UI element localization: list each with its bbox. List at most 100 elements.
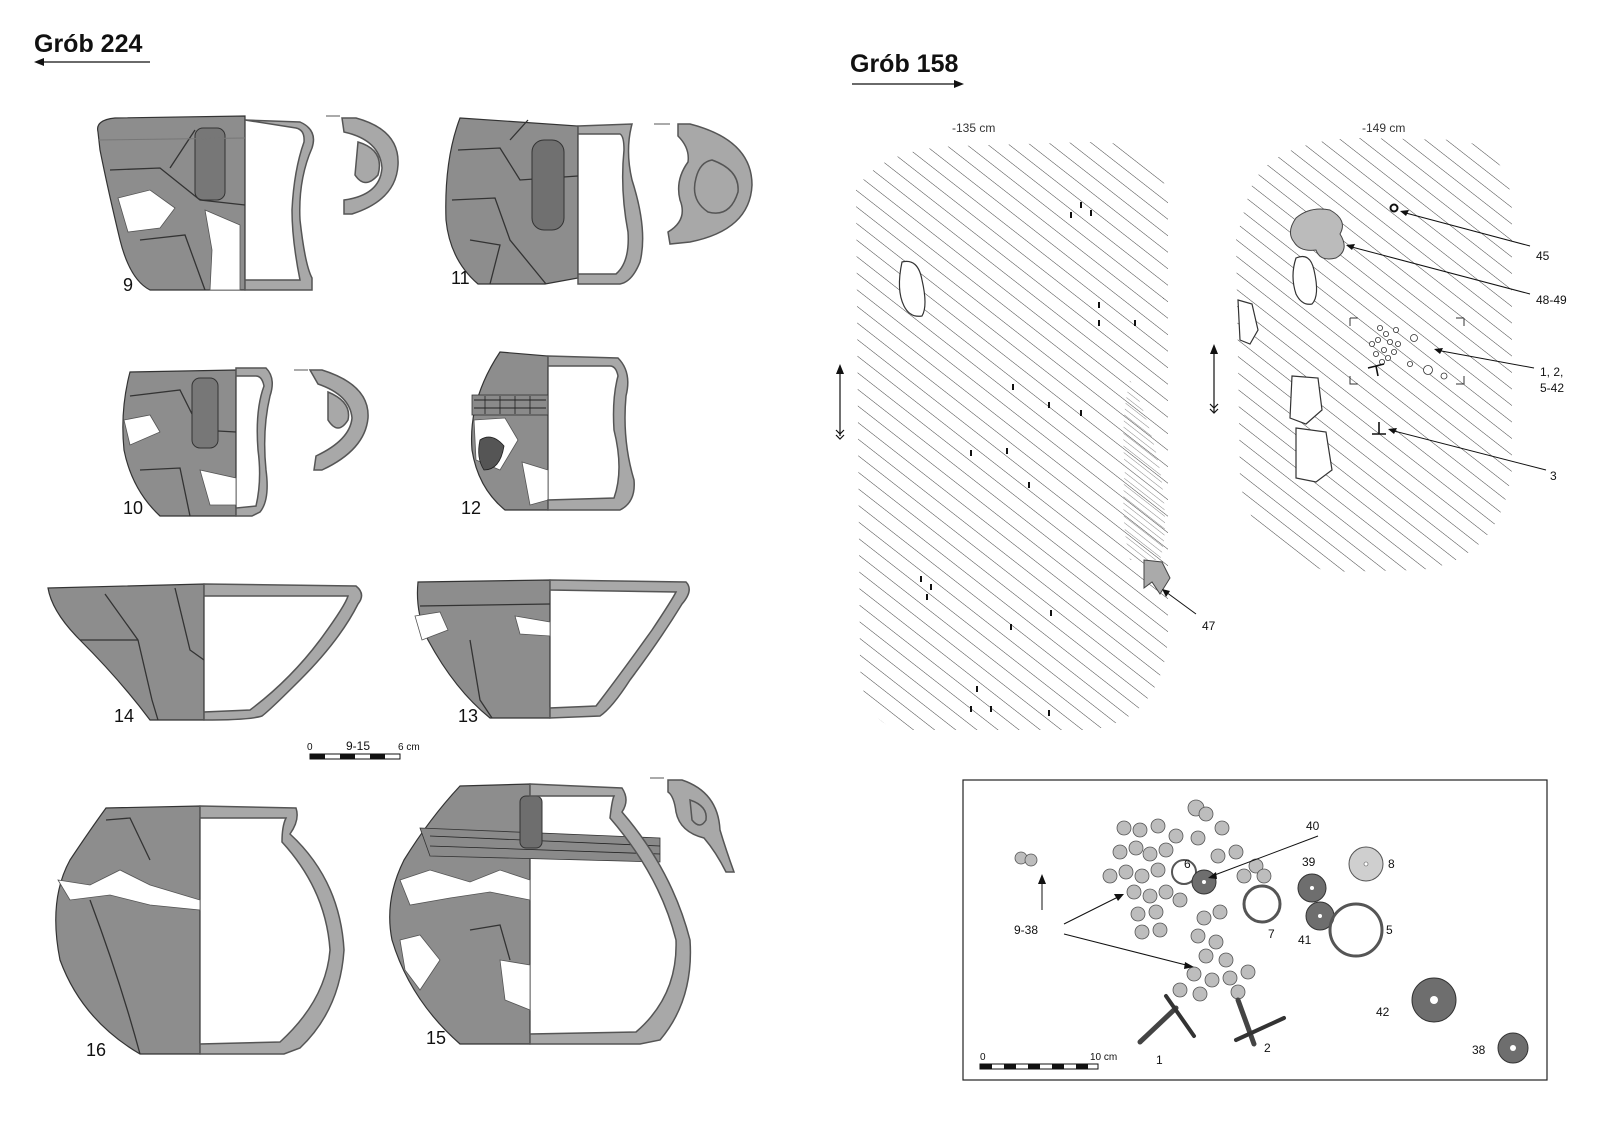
inset-label-42: 42 [1376, 1005, 1390, 1019]
plan-1-stone [898, 260, 926, 317]
inset-label-40: 40 [1306, 819, 1320, 833]
vessel-13-label: 13 [458, 706, 478, 726]
inset-label-1: 1 [1156, 1053, 1163, 1067]
inset-brooch-2 [1234, 997, 1286, 1047]
inset-frame [962, 779, 1548, 1081]
inset-arrowheads [1038, 872, 1217, 969]
inset-label-8: 8 [1388, 857, 1395, 871]
inset-label-39: 39 [1302, 855, 1316, 869]
right-panel-title: Grób 158 [850, 50, 958, 78]
plan-2-brooch-marker-1 [1367, 363, 1385, 377]
plan-2-find-3 [1372, 422, 1386, 435]
scale-bar-inset: 0 10 cm [979, 1052, 1117, 1070]
vessel-12: 12 [461, 351, 635, 518]
vessel-15: 15 [389, 777, 736, 1048]
vessel-10-label: 10 [123, 498, 143, 518]
plan-1-dense-zone [1123, 380, 1165, 560]
vessel-9-handle-section [341, 117, 399, 215]
plan-1-depth: -135 cm [952, 121, 995, 135]
vessel-11-label: 11 [451, 268, 470, 288]
plan-2-bead-cluster [1369, 324, 1448, 380]
plan-2-find-48-49 [1290, 208, 1345, 260]
scale-bar-vessels: 0 9-15 6 cm [307, 739, 420, 760]
plan-2-label-48-49: 48-49 [1536, 293, 1567, 307]
inset-ring-7 [1242, 884, 1282, 924]
plan-2-stone-2 [1237, 299, 1259, 345]
vessel-16: 16 [55, 805, 345, 1060]
plan-2-label-1-2: 1, 2, [1540, 365, 1563, 379]
vessel-15-section [529, 783, 692, 1045]
orientation-arrow-right [852, 80, 964, 88]
inset-label-41: 41 [1298, 933, 1312, 947]
plan-2-stone-3 [1289, 375, 1323, 425]
vessel-9-section [244, 119, 315, 291]
inset-ring-6 [1171, 859, 1197, 885]
inset-bead-cluster-upper [1102, 799, 1272, 940]
plan-1-label-47: 47 [1202, 619, 1216, 633]
vessel-16-label: 16 [86, 1040, 106, 1060]
vessel-13: 13 [414, 579, 690, 726]
vessel-10-handle-section [308, 369, 369, 471]
vessel-15-handle-section [667, 779, 736, 873]
scale-bar-end: 6 cm [398, 742, 420, 753]
orientation-arrow-left [34, 58, 150, 66]
plan-2-label-45: 45 [1536, 249, 1550, 263]
inset-leaders [1041, 835, 1319, 967]
inset-label-2: 2 [1264, 1041, 1271, 1055]
vessel-11: 11 [445, 117, 753, 288]
inset-label-9-38: 9-38 [1014, 923, 1038, 937]
right-panel: Grób 158 -135 cm [835, 50, 1567, 1081]
inset-detail: 40 6 39 8 9-38 7 41 5 42 1 2 38 0 10 cm [962, 779, 1548, 1081]
vessel-16-section [199, 805, 345, 1055]
vessel-9-label: 9 [123, 275, 133, 295]
plan-2-leaders [1347, 211, 1547, 471]
plan-2-stone-1 [1292, 255, 1318, 305]
vessel-12-section [547, 355, 635, 511]
grave-plan-149: -149 cm [1209, 121, 1567, 572]
vessel-16-exterior [55, 805, 201, 1055]
vessel-9: 9 [97, 115, 399, 295]
plan-1-leader-47 [1162, 589, 1197, 615]
inset-label-5: 5 [1386, 923, 1393, 937]
inset-scale-end: 10 cm [1090, 1052, 1117, 1063]
plan-2-stone-4 [1295, 427, 1333, 483]
grave-plan-135: -135 cm 47 [835, 121, 1216, 730]
inset-label-38: 38 [1472, 1043, 1486, 1057]
plan-2-label-3: 3 [1550, 469, 1557, 483]
plan-2-find-45 [1389, 203, 1399, 213]
plan-2-arrowheads [1346, 210, 1443, 434]
vessel-13-exterior [416, 579, 551, 719]
inset-brooch-1 [1137, 994, 1196, 1045]
vessel-11-handle-section [667, 123, 753, 245]
vessel-14-exterior [47, 583, 205, 721]
plan-1-north-arrow [835, 364, 845, 440]
left-panel-title: Grób 224 [34, 30, 142, 58]
vessel-11-section [577, 123, 644, 285]
vessel-15-exterior [389, 783, 531, 1045]
inset-bead-cluster-lower [1172, 904, 1256, 1002]
inset-label-7: 7 [1268, 927, 1275, 941]
inset-ring-5 [1328, 902, 1384, 958]
scale-bar-label: 9-15 [346, 739, 370, 753]
vessel-10: 10 [122, 367, 369, 518]
plan-1-hatched-area [856, 141, 1168, 730]
vessel-14-section [203, 583, 363, 721]
scale-bar-start: 0 [307, 742, 313, 753]
plan-2-north-arrow [1209, 344, 1219, 414]
plan-1-small-finds [920, 202, 1136, 716]
inset-scale-start: 0 [980, 1052, 986, 1063]
plan-2-frame [1349, 317, 1465, 385]
left-panel: Grób 224 9 [34, 30, 753, 1060]
plan-1-find-47 [1143, 559, 1171, 595]
inset-bead-isolated [1014, 851, 1038, 867]
plan-2-depth: -149 cm [1362, 121, 1405, 135]
plan-2-label-5-42: 5-42 [1540, 381, 1564, 395]
vessel-14-label: 14 [114, 706, 134, 726]
inset-label-6: 6 [1184, 857, 1191, 871]
vessel-15-label: 15 [426, 1028, 446, 1048]
vessel-14: 14 [47, 583, 363, 726]
vessel-13-section [549, 579, 690, 719]
vessel-10-section [235, 367, 273, 517]
vessel-12-label: 12 [461, 498, 481, 518]
